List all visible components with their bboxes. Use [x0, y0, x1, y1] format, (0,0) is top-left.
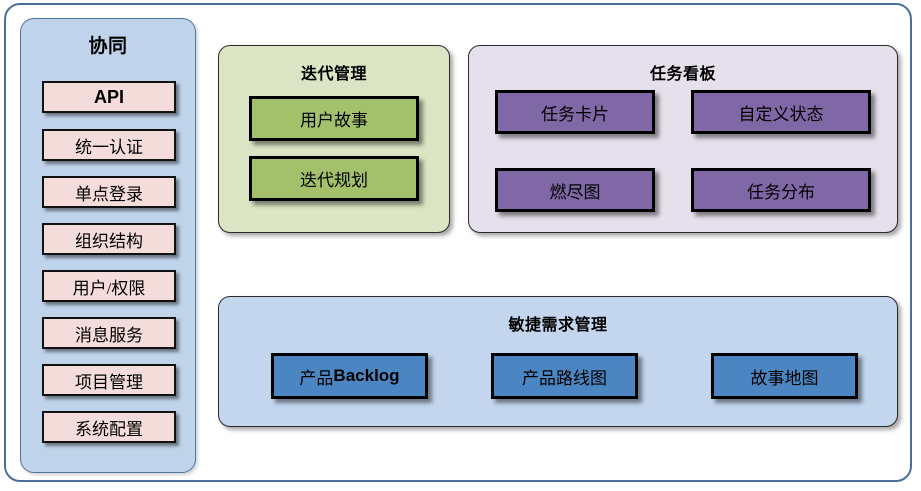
box-story-map[interactable]: 故事地图 [711, 353, 858, 399]
sidebar-item-unified-auth[interactable]: 统一认证 [42, 129, 176, 161]
box-burndown-chart[interactable]: 燃尽图 [495, 168, 655, 212]
box-product-backlog-prefix: 产品 [299, 368, 334, 388]
panel-title-task-board: 任务看板 [649, 66, 716, 83]
panel-task-board: 任务看板 任务卡片 自定义状态 燃尽图 任务分布 [468, 45, 898, 233]
panel-title-agile-requirement-management: 敏捷需求管理 [508, 317, 608, 334]
box-user-story[interactable]: 用户故事 [249, 96, 419, 141]
panel-iteration-management: 迭代管理 用户故事 迭代规划 [218, 45, 450, 233]
sidebar-item-message-service[interactable]: 消息服务 [42, 317, 176, 349]
sidebar-item-sso[interactable]: 单点登录 [42, 176, 176, 208]
box-product-roadmap[interactable]: 产品路线图 [491, 353, 638, 399]
sidebar-item-system-config[interactable]: 系统配置 [42, 411, 176, 443]
box-task-card[interactable]: 任务卡片 [495, 90, 655, 134]
panel-title-iteration-management: 迭代管理 [300, 66, 367, 83]
box-iteration-planning[interactable]: 迭代规划 [249, 156, 419, 201]
box-task-distribution[interactable]: 任务分布 [691, 168, 871, 212]
box-product-backlog-suffix: Backlog [333, 366, 400, 385]
sidebar-panel-collaboration[interactable]: 协同 API 统一认证 单点登录 组织结构 用户/权限 消息服务 项目管理 系统… [20, 18, 196, 473]
sidebar-title: 协同 [88, 36, 128, 57]
sidebar-item-user-permission[interactable]: 用户/权限 [42, 270, 176, 302]
box-custom-status[interactable]: 自定义状态 [691, 90, 871, 134]
sidebar-item-project-mgmt[interactable]: 项目管理 [42, 364, 176, 396]
sidebar-item-api[interactable]: API [42, 81, 176, 113]
sidebar-item-org-structure[interactable]: 组织结构 [42, 223, 176, 255]
